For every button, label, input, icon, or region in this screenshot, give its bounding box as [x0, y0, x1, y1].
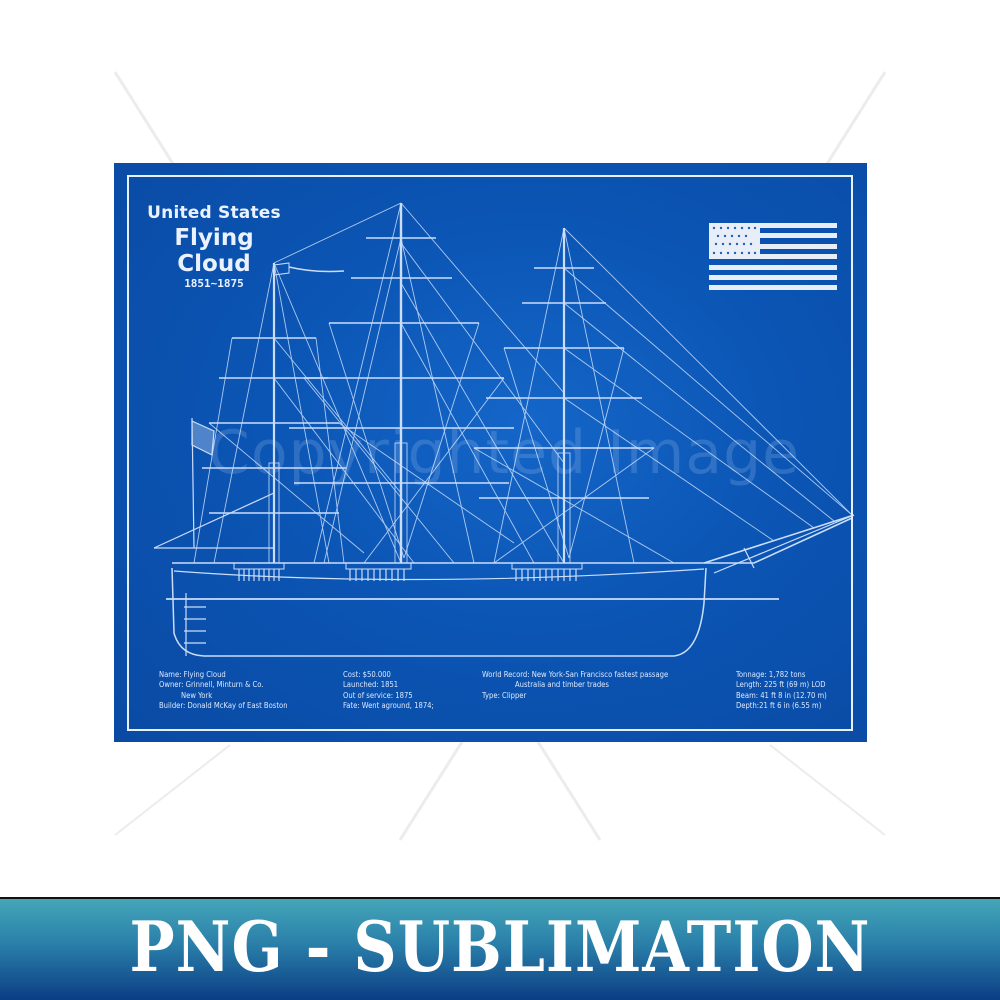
ship-drawing: [153, 202, 855, 657]
spec-launched: Launched: 1851: [343, 680, 399, 690]
specs-column-dimensions: Tonnage: 1,782 tons Length: 225 ft (69 m…: [736, 670, 827, 711]
specs-column-history: Cost: $50.000 Launched: 1851 Out of serv…: [343, 670, 434, 711]
spec-owner-city: New York: [181, 690, 213, 700]
spec-name: Name: Flying Cloud: [159, 670, 226, 679]
spec-depth: Depth:21 ft 6 in (6.55 m): [736, 700, 822, 710]
spec-tonnage: Tonnage: 1,782 tons: [736, 670, 806, 679]
spec-owner: Owner: Grinnell, Minturn & Co.: [159, 680, 264, 690]
ship-name-title: Flying Cloud: [174, 225, 254, 277]
specs-column-record: World Record: New York-San Francisco fas…: [482, 670, 668, 701]
blueprint-poster: Copyrighted Image: [114, 163, 867, 742]
banner-label: PNG - SUBLIMATION: [129, 907, 871, 988]
spec-cost: Cost: $50.000: [343, 670, 391, 679]
blueprint-frame: [127, 175, 853, 731]
png-sublimation-banner: PNG - SUBLIMATION: [0, 897, 1000, 1000]
spec-beam: Beam: 41 ft 8 in (12.70 m): [736, 690, 827, 700]
country-title: United States: [147, 203, 281, 223]
spec-type: Type: Clipper: [482, 690, 527, 700]
spec-builder: Builder: Donald McKay of East Boston: [159, 700, 288, 710]
watermark-text: Copyrighted Image: [207, 418, 801, 488]
spec-world-record: World Record: New York-San Francisco fas…: [482, 670, 669, 679]
spec-length: Length: 225 ft (69 m) LOD: [736, 680, 826, 690]
spec-out-of-service: Out of service: 1875: [343, 690, 413, 700]
service-years: 1851~1875: [184, 277, 244, 290]
spec-fate: Fate: Went aground, 1874;: [343, 700, 434, 710]
spec-trades: Australia and timber trades: [515, 680, 609, 690]
specs-column-owner: Name: Flying Cloud Owner: Grinnell, Mint…: [159, 670, 288, 711]
us-flag-icon: [709, 223, 837, 290]
title-block: United States Flying Cloud 1851~1875: [134, 203, 294, 290]
